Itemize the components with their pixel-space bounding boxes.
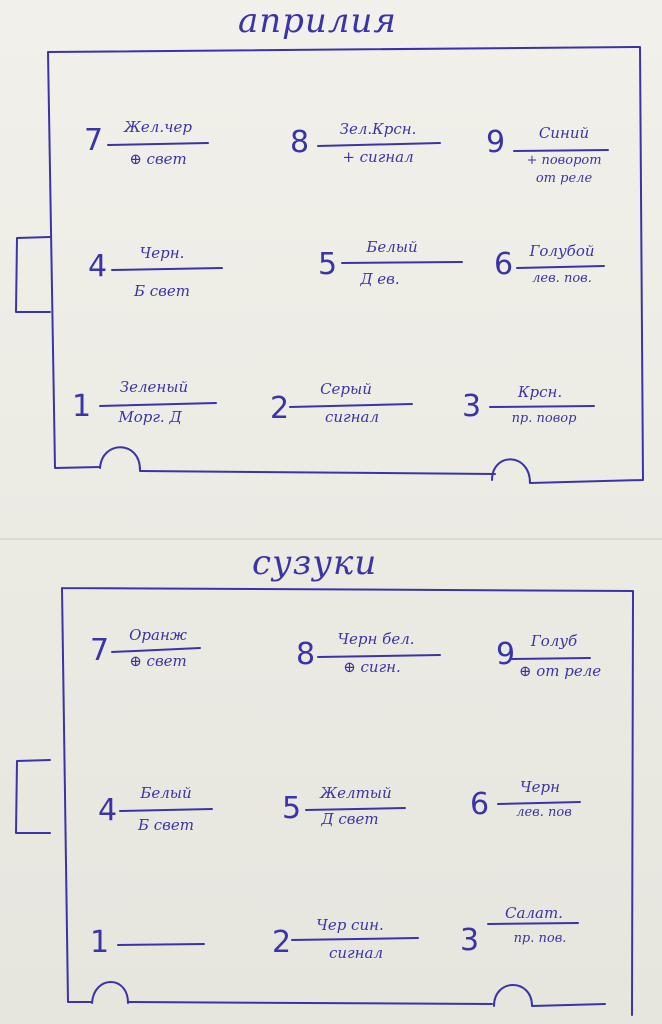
wire-color: Белый xyxy=(366,238,418,256)
pin-number: 8 xyxy=(296,637,316,672)
wire-function: пр. пов. xyxy=(513,931,567,946)
mount-tab-1-right xyxy=(491,458,531,484)
wire-function: лев. пов. xyxy=(532,271,592,286)
wire-color: Черн бел. xyxy=(337,630,415,648)
pin-number: 6 xyxy=(494,247,514,282)
mount-tab-2-right xyxy=(493,984,606,1007)
pin-number: 2 xyxy=(270,391,290,426)
pin-number: 9 xyxy=(486,125,506,160)
pin-number: 4 xyxy=(88,249,108,284)
divider xyxy=(117,943,205,946)
wire-function: ⊕ от реле xyxy=(518,662,602,680)
side-bracket-1 xyxy=(15,236,51,313)
pin-number: 5 xyxy=(282,791,302,826)
divider xyxy=(317,654,441,658)
divider xyxy=(516,265,605,269)
wire-color: Оранж xyxy=(129,626,187,644)
wire-color: Синий xyxy=(538,124,590,142)
side-bracket-2 xyxy=(15,759,51,834)
wire-function: ⊕ сигн. xyxy=(343,658,401,676)
pin-number: 9 xyxy=(496,637,516,672)
divider xyxy=(107,142,209,146)
wire-function: сигнал xyxy=(324,408,380,426)
wire-color: Зеленый xyxy=(119,378,189,396)
divider xyxy=(291,937,419,941)
wire-function: Б свет xyxy=(137,816,195,834)
wire-function: пр. повор xyxy=(511,411,577,426)
wire-function: лев. пов xyxy=(516,805,572,820)
divider xyxy=(497,801,581,805)
pin-number: 3 xyxy=(462,389,482,424)
wire-function: + сигнал xyxy=(342,148,414,166)
pin-number: 8 xyxy=(290,125,310,160)
wire-color: Голуб xyxy=(530,632,578,650)
wire-function: ⊕ свет xyxy=(129,150,187,168)
wire-color: Салат. xyxy=(505,904,563,922)
section-title: сузуки xyxy=(252,543,378,583)
mount-tab-2-left xyxy=(91,981,129,1004)
wire-function: Б свет xyxy=(133,282,191,300)
wire-color: Чер син. xyxy=(316,916,384,934)
wire-color: Серый xyxy=(320,380,372,398)
divider xyxy=(111,267,223,271)
divider xyxy=(487,922,579,925)
divider xyxy=(513,149,609,152)
connector-outline-1 xyxy=(47,46,644,484)
divider xyxy=(511,657,591,660)
section-title: априлия xyxy=(238,1,397,41)
wire-function: + поворот xyxy=(526,153,602,168)
wire-function-extra: от реле xyxy=(535,171,593,186)
divider xyxy=(489,405,595,408)
wire-color: Крсн. xyxy=(517,383,563,401)
wire-color: Голубой xyxy=(529,242,595,260)
wire-color: Черн. xyxy=(139,244,185,262)
wire-color: Зел.Крсн. xyxy=(339,120,417,138)
wire-function: сигнал xyxy=(328,944,384,962)
connector-outline-2 xyxy=(61,587,634,1016)
wire-color: Черн xyxy=(520,778,560,796)
wire-function: ⊕ свет xyxy=(129,652,187,670)
divider xyxy=(99,402,217,407)
wire-function: Морг. Д xyxy=(118,408,182,426)
pin-number: 5 xyxy=(318,247,338,282)
divider xyxy=(317,142,441,147)
paper-fold-line xyxy=(0,538,662,540)
pin-number: 3 xyxy=(460,923,480,958)
wire-function: Д свет xyxy=(321,810,379,828)
divider xyxy=(289,403,413,408)
wire-color: Белый xyxy=(140,784,192,802)
pin-number: 7 xyxy=(84,123,104,158)
pin-number: 1 xyxy=(90,925,110,960)
divider xyxy=(111,647,201,653)
wire-function: Д ев. xyxy=(360,270,400,288)
divider xyxy=(119,808,213,812)
wire-color: Желтый xyxy=(320,784,392,802)
divider xyxy=(341,261,463,264)
divider xyxy=(305,807,406,811)
wire-color: Жел.чер xyxy=(124,118,192,136)
pin-number: 6 xyxy=(470,787,490,822)
pin-number: 7 xyxy=(90,633,110,668)
pin-number: 2 xyxy=(272,925,292,960)
pin-number: 1 xyxy=(72,389,92,424)
mount-tab-1-left xyxy=(99,446,141,471)
pin-number: 4 xyxy=(98,793,118,828)
